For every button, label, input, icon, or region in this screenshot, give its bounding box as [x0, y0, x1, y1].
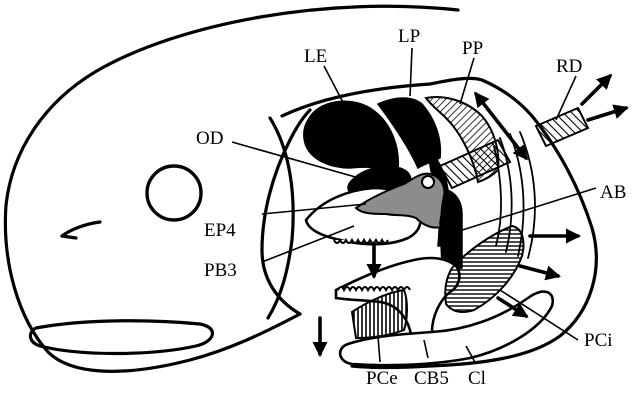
retractor-dorsalis-tip: [536, 108, 588, 146]
ep4-joint: [422, 176, 434, 188]
label-pce: PCe: [366, 368, 398, 389]
label-od: OD: [196, 128, 223, 149]
label-le: LE: [304, 46, 327, 67]
leader-pb3: [262, 226, 354, 262]
label-lp: LP: [398, 26, 420, 47]
arrow-rd-right: [588, 108, 626, 120]
label-ep4: EP4: [204, 220, 236, 241]
leader-lp: [410, 48, 412, 96]
leader-pp: [460, 58, 474, 104]
label-rd: RD: [556, 56, 582, 77]
label-ab: AB: [600, 182, 626, 203]
leader-ab: [456, 188, 596, 232]
label-cb5: CB5: [414, 368, 449, 389]
eye: [147, 166, 201, 220]
arrow-right-2: [520, 266, 558, 276]
mouth-corner-tick: [62, 236, 76, 238]
label-cl: Cl: [468, 368, 486, 389]
label-pb3: PB3: [204, 260, 237, 281]
pb3-teeth: [334, 240, 388, 243]
label-pci: PCi: [584, 330, 613, 351]
adductor-branchialis: [440, 190, 462, 269]
label-pp: PP: [462, 38, 483, 59]
mouth-lower: [30, 321, 212, 354]
mouth-corner: [62, 222, 100, 236]
arrow-rd-up: [582, 76, 610, 104]
